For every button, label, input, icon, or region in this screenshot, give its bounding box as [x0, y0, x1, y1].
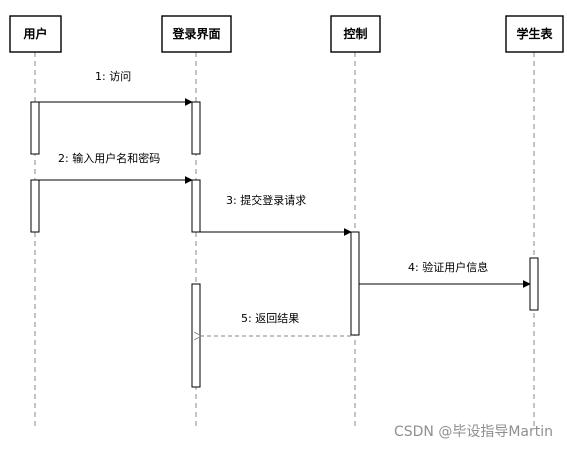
message-1[interactable]: 1: 访问: [39, 70, 193, 106]
activation-login-3: [191, 283, 201, 388]
activation-user-2: [30, 179, 40, 233]
watermark-text: CSDN @毕设指导Martin: [394, 424, 553, 440]
message-2-label: 2: 输入用户名和密码: [58, 151, 160, 165]
lifeline-user-label: 用户: [22, 26, 47, 41]
message-1-label: 1: 访问: [95, 70, 131, 83]
lifeline-user[interactable]: 用户: [9, 15, 62, 53]
message-3[interactable]: 3: 提交登录请求: [200, 193, 352, 236]
message-2[interactable]: 2: 输入用户名和密码: [39, 151, 193, 184]
lifeline-login[interactable]: 登录界面: [161, 15, 232, 53]
activation-login-2: [191, 179, 201, 233]
activation-user-1: [30, 101, 40, 155]
lifeline-control[interactable]: 控制: [330, 15, 381, 53]
message-4-label: 4: 验证用户信息: [408, 260, 488, 274]
message-3-label: 3: 提交登录请求: [226, 193, 306, 207]
lifeline-student[interactable]: 学生表: [505, 15, 564, 53]
message-5-label: 5: 返回结果: [241, 312, 299, 325]
message-5[interactable]: 5: 返回结果: [201, 312, 351, 336]
lifeline-login-label: 登录界面: [171, 26, 220, 41]
activation-login-1: [191, 101, 201, 155]
activation-control-1: [350, 231, 360, 336]
lifeline-control-label: 控制: [343, 26, 367, 41]
activation-student-1: [529, 257, 539, 311]
lifeline-student-label: 学生表: [516, 26, 553, 41]
message-4[interactable]: 4: 验证用户信息: [359, 260, 531, 288]
